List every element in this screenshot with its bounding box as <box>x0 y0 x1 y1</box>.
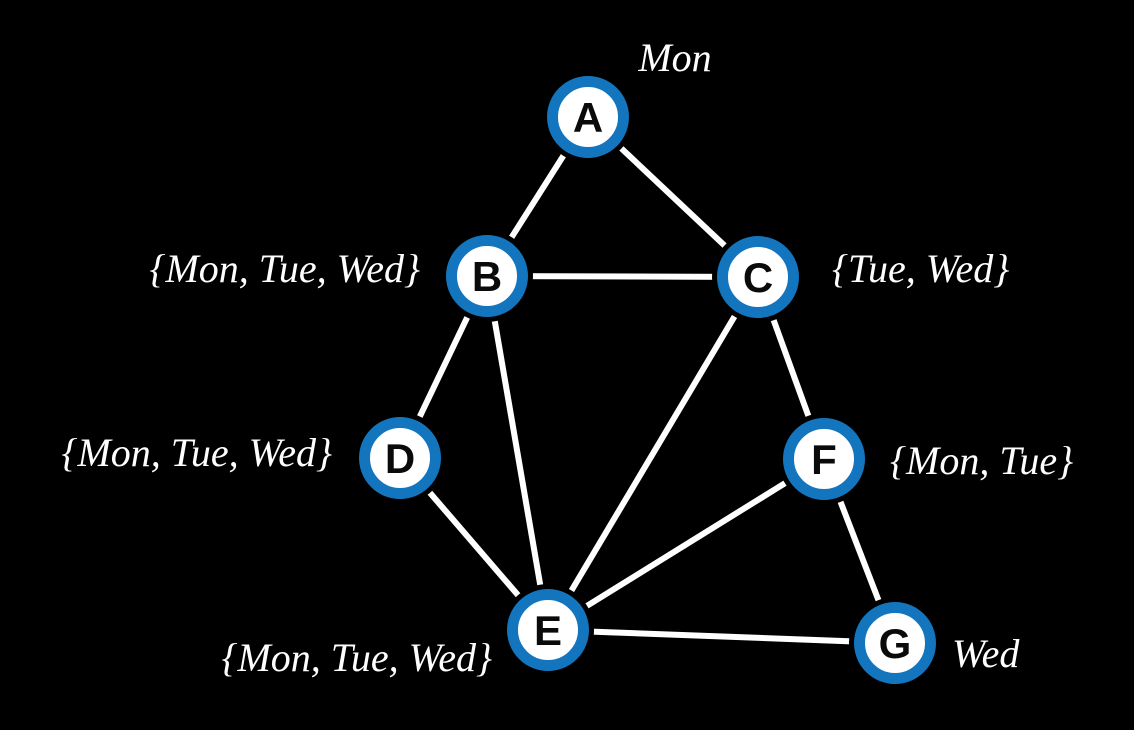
node-letter-D: D <box>385 435 415 482</box>
node-circle-F <box>783 418 865 500</box>
node-circle-A <box>547 76 629 158</box>
domain-label-C: {Tue, Wed} <box>832 246 1009 291</box>
edge-E-G <box>545 627 898 646</box>
node-C: C <box>712 231 804 323</box>
node-letter-F: F <box>811 436 837 483</box>
node-circle-E <box>507 589 589 671</box>
node-letter-G: G <box>879 620 912 667</box>
node-G: G <box>849 597 941 689</box>
edge-E-F <box>545 456 827 633</box>
labels-layer: Mon {Mon, Tue, Wed} {Tue, Wed} {Mon, Tue, W… <box>61 35 1073 680</box>
edge-C-E <box>545 274 761 633</box>
domain-label-B: {Mon, Tue, Wed} <box>149 246 420 291</box>
node-letter-C: C <box>743 254 773 301</box>
node-letter-B: B <box>472 253 502 300</box>
nodes-layer: A B C D F E G <box>354 71 941 689</box>
node-letter-A: A <box>573 94 603 141</box>
node-circle-G <box>854 602 936 684</box>
node-D: D <box>354 412 446 504</box>
node-F: F <box>778 413 870 505</box>
node-B: B <box>441 230 533 322</box>
node-A: A <box>542 71 634 163</box>
node-letter-E: E <box>534 607 562 654</box>
domain-label-G: Wed <box>952 631 1020 676</box>
node-circle-C <box>717 236 799 318</box>
node-E: E <box>502 584 594 676</box>
domain-label-E: {Mon, Tue, Wed} <box>221 635 492 680</box>
edges-layer <box>397 114 898 646</box>
node-circle-D <box>359 417 441 499</box>
domain-label-F: {Mon, Tue} <box>890 438 1073 483</box>
domain-label-A: Mon <box>637 35 711 80</box>
edge-B-E <box>484 273 551 633</box>
domain-label-D: {Mon, Tue, Wed} <box>61 430 332 475</box>
node-circle-B <box>446 235 528 317</box>
